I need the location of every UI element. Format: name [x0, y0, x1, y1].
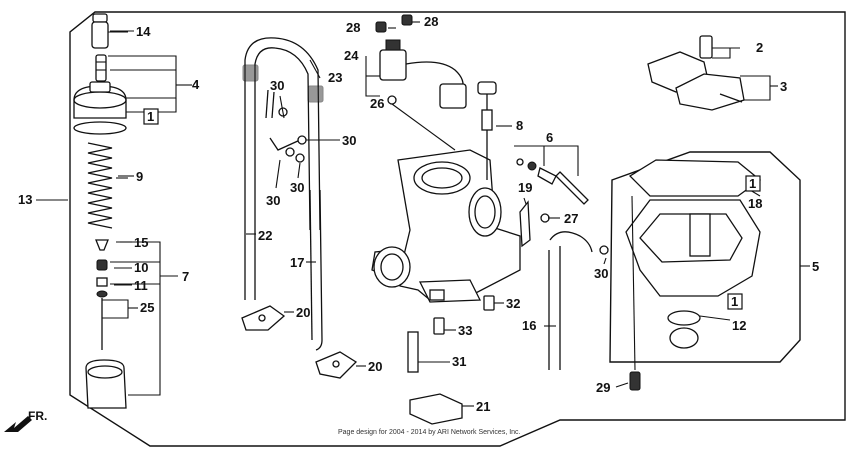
callout-32: 32: [506, 296, 520, 311]
callout-26: 26: [370, 96, 384, 111]
float-parts: [647, 35, 745, 111]
bracket-lines-left: [36, 31, 177, 396]
callout-30-e: 30: [594, 266, 608, 281]
choke-lever-part: [519, 200, 550, 248]
callout-30-b: 30: [342, 133, 356, 148]
callout-1-box-top: [745, 175, 761, 192]
callout-18: 18: [748, 196, 762, 211]
callout-23: 23: [328, 70, 342, 85]
assembly-outline: [69, 11, 846, 447]
callout-3: 3: [780, 79, 787, 94]
callout-22: 22: [258, 228, 272, 243]
callout-20-b: 20: [368, 359, 382, 374]
callout-33: 33: [458, 323, 472, 338]
callout-17: 17: [290, 255, 304, 270]
needle-holder-parts: [95, 239, 109, 350]
callout-1-box-left: [143, 108, 159, 125]
air-screw-parts: [516, 158, 589, 205]
float-chamber-outline: [609, 151, 801, 363]
screw-parts-top: [375, 14, 413, 33]
cap-sleeve-part: [91, 13, 109, 49]
callout-13: 13: [18, 192, 32, 207]
front-direction-indicator: FR.: [4, 409, 47, 432]
callout-1-left: 1: [147, 109, 154, 124]
callout-14: 14: [136, 24, 151, 39]
callout-10: 10: [134, 260, 148, 275]
vent-hoses: [242, 37, 324, 351]
front-arrow-icon: [4, 416, 32, 432]
callout-20-a: 20: [296, 305, 310, 320]
hose-clips: [278, 107, 307, 163]
callout-1-top: 1: [749, 176, 756, 191]
hose-plate-part-upper: [241, 305, 286, 331]
callout-30-c: 30: [266, 193, 280, 208]
float-chamber-gasket-part: [628, 159, 762, 197]
callout-16: 16: [522, 318, 536, 333]
callout-31: 31: [452, 354, 466, 369]
callout-21: 21: [476, 399, 490, 414]
leader-lines: [110, 21, 810, 407]
throttle-valve-spring-part: [87, 142, 113, 229]
callout-1-bottom: 1: [731, 294, 738, 309]
callout-24: 24: [344, 48, 359, 63]
drain-plug-parts: [629, 195, 701, 391]
guard-part: [409, 393, 463, 425]
callout-28-a: 28: [346, 20, 360, 35]
drain-screws-center: [407, 295, 495, 373]
hose-plate-part-lower: [315, 351, 358, 379]
callout-7: 7: [182, 269, 189, 284]
callout-8: 8: [516, 118, 523, 133]
carburetor-body: [371, 149, 521, 303]
front-direction-label: FR.: [28, 409, 47, 423]
callout-28-b: 28: [424, 14, 438, 29]
callout-30-a: 30: [270, 78, 284, 93]
callout-2: 2: [756, 40, 763, 55]
callout-labels: 14 4 1 9 13 15 10 7 11 25 23 30 30 30 30…: [18, 14, 819, 414]
callout-30-d: 30: [290, 180, 304, 195]
callout-9: 9: [136, 169, 143, 184]
overflow-tube-part: [548, 231, 609, 370]
throttle-valve-part: [85, 359, 127, 409]
carburetor-top-cap-part: [73, 81, 127, 135]
float-chamber-part: [625, 199, 761, 297]
copyright-notice: Page design for 2004 - 2014 by ARI Netwo…: [338, 429, 521, 436]
callout-29: 29: [596, 380, 610, 395]
callout-12: 12: [732, 318, 746, 333]
callout-15: 15: [134, 235, 148, 250]
callout-25: 25: [140, 300, 154, 315]
callout-19: 19: [518, 180, 532, 195]
callout-27: 27: [564, 211, 578, 226]
callout-5: 5: [812, 259, 819, 274]
throttle-sensor-part: [379, 39, 467, 109]
needle-jet-holder-part: [477, 81, 497, 180]
callout-11: 11: [134, 278, 148, 293]
callout-1-box-bottom: [727, 293, 743, 310]
callout-6: 6: [546, 130, 553, 145]
callout-4: 4: [192, 77, 200, 92]
cable-adjuster-part: [95, 54, 107, 82]
